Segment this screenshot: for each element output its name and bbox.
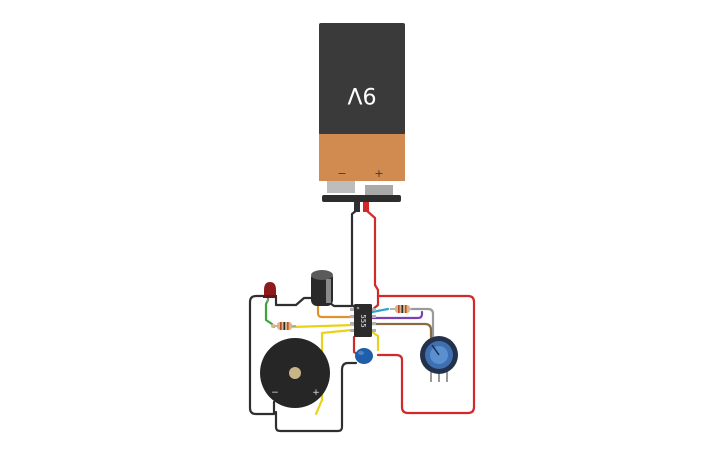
wire-yellow-resistor[interactable] [290,323,356,329]
battery-body [319,23,405,135]
resistor-right-band-2 [401,305,404,313]
ic-notch [356,306,360,310]
capacitor-stripe [326,279,331,303]
piezo-buzzer[interactable]: − + [260,338,330,408]
led-body [264,282,276,296]
battery-terminal-negative[interactable] [327,181,355,193]
resistor-right-band-1 [398,305,400,313]
ceramic-capacitor-highlight [358,351,364,355]
wire-purple[interactable] [370,310,424,320]
wire-red-right-loop[interactable] [376,294,476,415]
battery-voltage-label: 9V [347,82,376,107]
wires [248,208,476,433]
wire-green[interactable] [264,298,276,329]
wire-black-left-loop[interactable] [248,294,276,416]
wire-brown[interactable] [370,322,433,348]
led-red[interactable] [263,282,277,302]
wire-yellow-ic-right[interactable] [370,330,380,352]
ic-pin-left-1 [350,308,355,311]
resistor-left-band-2 [283,322,286,330]
capacitor-ceramic[interactable] [355,348,373,364]
battery-band [319,134,405,181]
potentiometer[interactable] [420,336,458,382]
led-rim [263,295,277,298]
wire-gray[interactable] [410,307,435,348]
ic-pin-left-2 [350,315,355,318]
ic-pin-left-4 [350,329,355,332]
ic-pin-right-3 [371,322,376,325]
wire-black-cap-led[interactable] [274,296,316,307]
battery-9v[interactable]: 9V − + [319,23,405,212]
battery-plus-label: + [374,167,383,180]
battery-snap-connector [322,195,401,202]
pot-indicator [431,344,440,356]
wire-orange[interactable] [316,303,356,319]
resistor-right-band-3 [405,305,407,313]
ceramic-capacitor-body [355,348,373,364]
ic-pin-right-1 [371,308,376,311]
resistor-left-end [271,324,275,328]
capacitor-top [311,270,333,280]
ic-pin-right-2 [371,315,376,318]
ic-pin-right-4 [371,329,376,332]
resistor-left[interactable] [271,322,296,330]
battery-terminal-positive[interactable] [365,185,393,195]
buzzer-plus-label: + [312,388,320,398]
wire-cyan[interactable] [370,307,390,314]
capacitor-electrolytic[interactable] [311,270,333,306]
ic-body [354,304,372,337]
battery-minus-label: − [337,167,346,180]
battery-lead-negative [354,202,360,212]
ic-pin-left-3 [350,322,355,325]
resistor-left-band-1 [280,322,282,330]
battery-lead-positive [363,202,369,212]
ic-label: 555 [359,314,367,327]
wire-black-bottom[interactable] [274,361,358,433]
timer-ic-555[interactable]: 555 [350,304,376,337]
resistor-right[interactable] [390,305,414,313]
buzzer-center [289,367,301,379]
wire-battery-negative[interactable] [350,208,359,310]
resistor-left-band-3 [287,322,289,330]
buzzer-minus-label: − [271,388,279,398]
wire-battery-positive[interactable] [364,208,380,312]
